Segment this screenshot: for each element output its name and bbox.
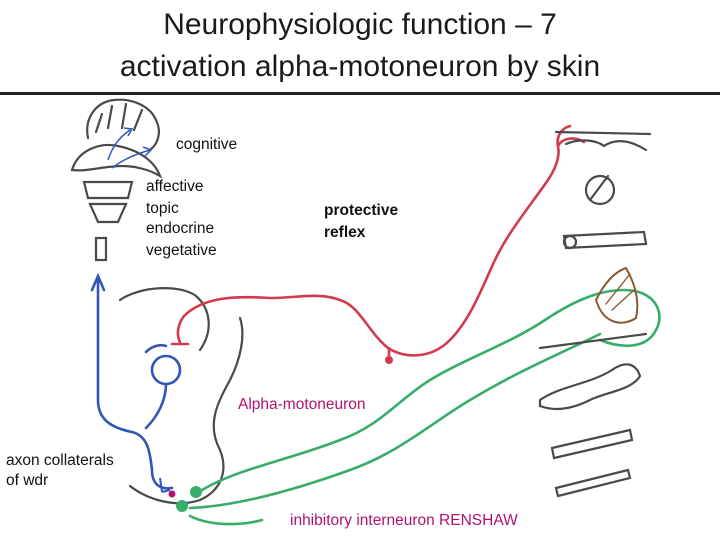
brain-sketch <box>70 98 163 262</box>
label-renshaw: inhibitory interneuron RENSHAW <box>290 512 518 529</box>
label-affective: affective <box>146 178 204 195</box>
label-axon-collaterals: axon collaterals <box>6 452 114 469</box>
red-synapse-terminal <box>385 356 393 364</box>
alpha-motoneuron-pathway <box>188 288 661 526</box>
protective-reflex-pathway <box>170 124 586 360</box>
label-topic: topic <box>146 200 179 217</box>
label-vegetative: vegetative <box>146 242 217 259</box>
skin-receptor-sketches <box>554 130 652 250</box>
title-line-1: Neurophysiologic function – 7 <box>163 8 557 41</box>
label-reflex: reflex <box>324 224 366 241</box>
label-cognitive: cognitive <box>176 136 238 153</box>
label-endocrine: endocrine <box>146 220 215 237</box>
renshaw-interneuron <box>159 477 202 512</box>
ascending-pathway <box>90 272 182 490</box>
label-alpha-motoneuron: Alpha-motoneuron <box>238 396 366 413</box>
ascending-arrows <box>107 127 153 169</box>
title-underline <box>0 92 720 95</box>
muscle-sketch <box>538 266 648 350</box>
slide-title: Neurophysiologic function – 7 activation… <box>0 4 720 88</box>
bone-sketches <box>538 363 642 498</box>
title-line-2: activation alpha-motoneuron by skin <box>119 50 601 83</box>
label-of-wdr: of wdr <box>6 472 49 489</box>
label-protective: protective <box>324 202 399 219</box>
